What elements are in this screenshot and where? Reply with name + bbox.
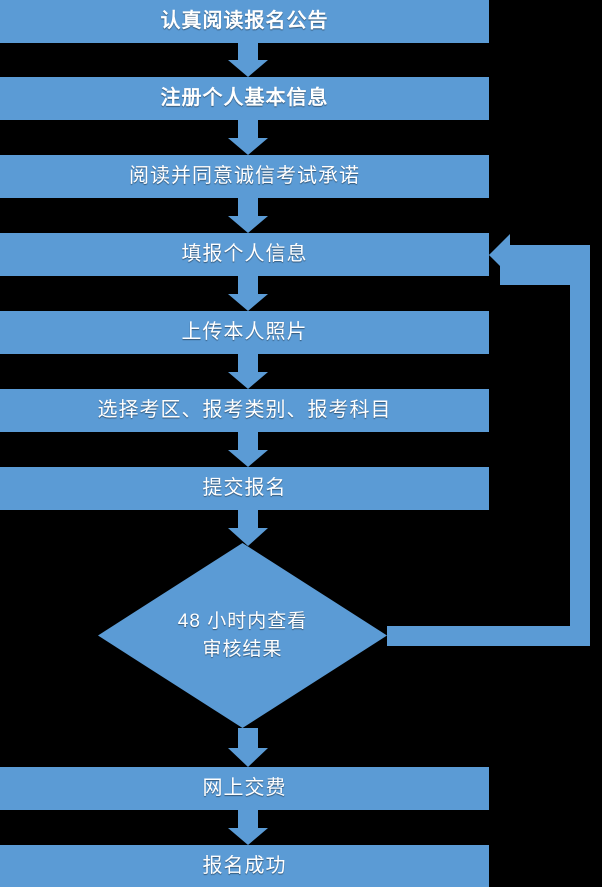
connector-arrow-down-5 (228, 354, 268, 389)
flow-node-fill-personal-info[interactable]: 填报个人信息 (0, 233, 489, 276)
connector-arrow-down-1 (228, 43, 268, 77)
flow-node-register-basic-info[interactable]: 注册个人基本信息 (0, 77, 489, 120)
connector-arrow-down-6 (228, 432, 268, 467)
flow-node-registration-success[interactable]: 报名成功 (0, 845, 489, 887)
flow-node-online-payment[interactable]: 网上交费 (0, 767, 489, 810)
flow-node-label: 上传本人照片 (181, 320, 308, 343)
flow-node-agree-integrity-pledge[interactable]: 阅读并同意诚信考试承诺 (0, 155, 489, 198)
flow-node-select-exam-area-category-subject[interactable]: 选择考区、报考类别、报考科目 (0, 389, 489, 432)
flow-node-label: 填报个人信息 (181, 242, 308, 265)
connector-feedback-loop-to-fill-personal-info (380, 228, 602, 648)
flow-node-label: 注册个人基本信息 (160, 86, 329, 109)
flow-node-label: 48 小时内查看 审核结果 (177, 610, 308, 660)
diamond-shape (98, 543, 387, 728)
flow-node-label: 提交报名 (202, 476, 287, 499)
flow-node-label: 选择考区、报考类别、报考科目 (97, 398, 392, 421)
flow-node-submit-application[interactable]: 提交报名 (0, 467, 489, 510)
flow-node-label: 报名成功 (202, 854, 287, 877)
connector-arrow-down-8 (228, 728, 268, 767)
connector-arrow-down-4 (228, 276, 268, 311)
flow-node-upload-photo[interactable]: 上传本人照片 (0, 311, 489, 354)
connector-arrow-down-3 (228, 198, 268, 233)
connector-arrow-down-7 (228, 510, 268, 546)
flow-node-label: 网上交费 (202, 776, 287, 799)
flow-node-label: 阅读并同意诚信考试承诺 (129, 164, 360, 187)
connector-arrow-down-2 (228, 120, 268, 155)
flow-node-check-review-result[interactable]: 48 小时内查看 审核结果 (98, 543, 387, 728)
flow-node-label: 认真阅读报名公告 (160, 9, 329, 32)
flow-node-read-announcement[interactable]: 认真阅读报名公告 (0, 0, 489, 43)
connector-arrow-down-9 (228, 810, 268, 845)
